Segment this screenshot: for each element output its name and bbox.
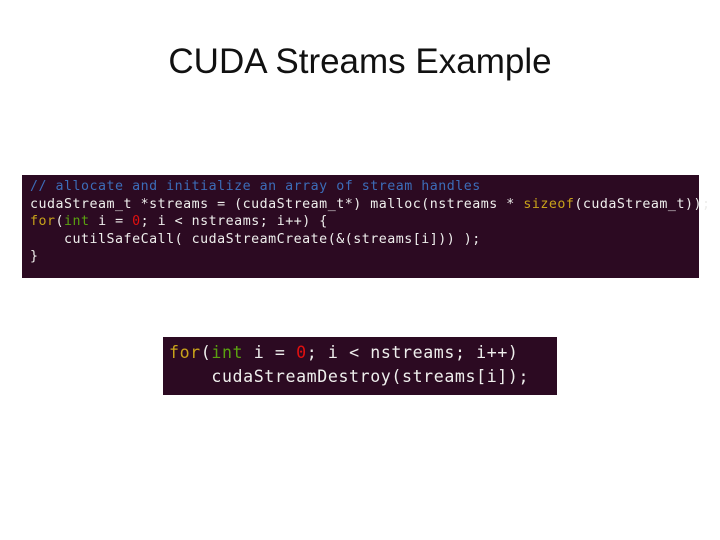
code-token-keyword: for bbox=[169, 343, 201, 362]
code-token-plain: } bbox=[30, 249, 39, 265]
code-line: } bbox=[30, 248, 699, 266]
code-line: for(int i = 0; i < nstreams; i++) bbox=[169, 341, 557, 365]
code-token-plain: ( bbox=[200, 343, 212, 362]
slide-title: CUDA Streams Example bbox=[168, 42, 552, 81]
code-token-type: int bbox=[64, 214, 90, 230]
code-token-plain: cutilSafeCall( cudaStreamCreate(&(stream… bbox=[30, 231, 481, 247]
code-token-plain: (cudaStream_t)); bbox=[574, 196, 711, 212]
code-token-number: 0 bbox=[296, 343, 307, 362]
code-line: cutilSafeCall( cudaStreamCreate(&(stream… bbox=[30, 231, 699, 249]
code-token-plain: cudaStream_t *streams = (cudaStream_t*) … bbox=[30, 196, 524, 212]
code-token-number: 0 bbox=[132, 214, 141, 230]
code-token-plain: i = bbox=[243, 343, 297, 362]
code-line: cudaStreamDestroy(streams[i]); bbox=[169, 365, 557, 389]
code-line: cudaStream_t *streams = (cudaStream_t*) … bbox=[30, 196, 710, 214]
code-token-plain: i = bbox=[89, 214, 133, 230]
code-line: for(int i = 0; i < nstreams; i++) { bbox=[30, 213, 699, 231]
code-token-keyword: for bbox=[30, 214, 56, 230]
code-token-plain: ( bbox=[55, 214, 65, 230]
code-token-type: int bbox=[211, 343, 244, 362]
code-token-plain: cudaStreamDestroy(streams[i]); bbox=[169, 367, 530, 386]
code-block-stream-create: // allocate and initialize an array of s… bbox=[22, 175, 710, 278]
code-line: // allocate and initialize an array of s… bbox=[30, 178, 699, 196]
code-token-plain: ; i < nstreams; i++) { bbox=[140, 214, 328, 230]
code-block-stream-destroy: for(int i = 0; i < nstreams; i++) cudaSt… bbox=[163, 337, 557, 395]
code-token-comment: // allocate and initialize an array of s… bbox=[30, 179, 481, 194]
code-token-plain: ; i < nstreams; i++) bbox=[306, 343, 519, 362]
code-token-keyword: sizeof bbox=[523, 196, 575, 212]
